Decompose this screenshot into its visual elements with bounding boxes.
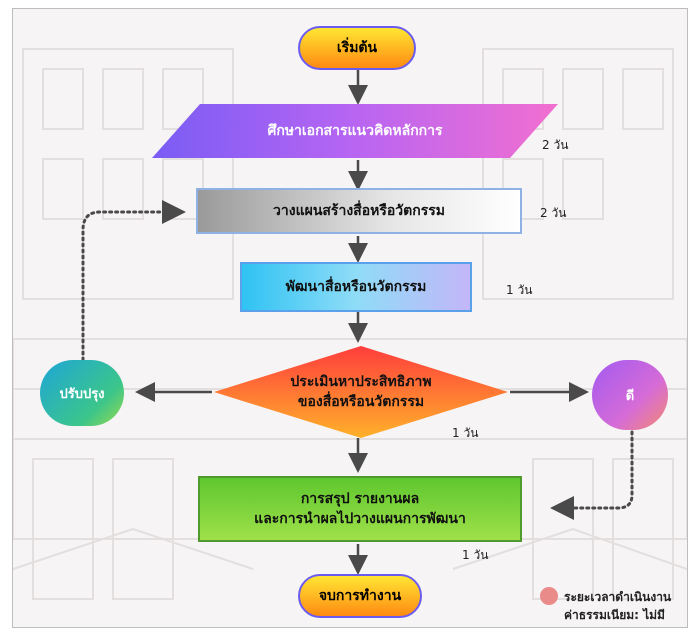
develop-process: พัฒนาสื่อหรือนวัตกรรม (240, 262, 472, 312)
end-label: จบการทำงาน (318, 588, 402, 604)
duration-study: 2 วัน (542, 138, 569, 152)
good-label: ดี (625, 388, 635, 404)
summary-label-line2: และการนำผลไปวางแผนการพัฒนา (254, 511, 466, 527)
start-terminal: เริ่มต้น (298, 26, 416, 70)
plan-label: วางแผนสร้างสื่อหรือวัตกรรม (273, 203, 445, 219)
develop-label: พัฒนาสื่อหรือนวัตกรรม (285, 279, 427, 295)
end-terminal: จบการทำงาน (298, 574, 422, 618)
improve-label: ปรับปรุง (59, 386, 105, 402)
duration-summary: 1 วัน (462, 548, 489, 562)
dotted-arrow-improve-plan (81, 200, 186, 362)
evaluate-shape (214, 346, 508, 438)
legend-line2: ค่าธรรมเนียม: ไม่มี (564, 608, 665, 622)
study-label: ศึกษาเอกสารแนวคิดหลักการ (267, 123, 443, 139)
legend-line1: ระยะเวลาดำเนินงาน (564, 590, 672, 604)
evaluate-decision: ประเมินหาประสิทธิภาพ ของสื่อหรือนวัตกรรม (212, 344, 510, 440)
duration-develop: 1 วัน (506, 283, 533, 297)
study-process: ศึกษาเอกสารแนวคิดหลักการ (150, 102, 560, 160)
dotted-arrow-good-summary (550, 430, 634, 520)
summary-label-line1: การสรุป รายงานผล (300, 491, 420, 507)
evaluate-label-line2: ของสื่อหรือนวัตกรรม (297, 394, 425, 410)
duration-evaluate: 1 วัน (452, 426, 479, 440)
summary-process: การสรุป รายงานผล และการนำผลไปวางแผนการพั… (198, 476, 522, 542)
improve-node: ปรับปรุง (40, 360, 124, 426)
good-node: ดี (592, 360, 668, 430)
legend-marker (540, 587, 558, 605)
plan-process: วางแผนสร้างสื่อหรือวัตกรรม (196, 188, 522, 234)
duration-plan: 2 วัน (540, 206, 567, 220)
study-shape (152, 104, 558, 158)
start-label: เริ่มต้น (336, 40, 378, 56)
evaluate-label-line1: ประเมินหาประสิทธิภาพ (290, 374, 432, 390)
